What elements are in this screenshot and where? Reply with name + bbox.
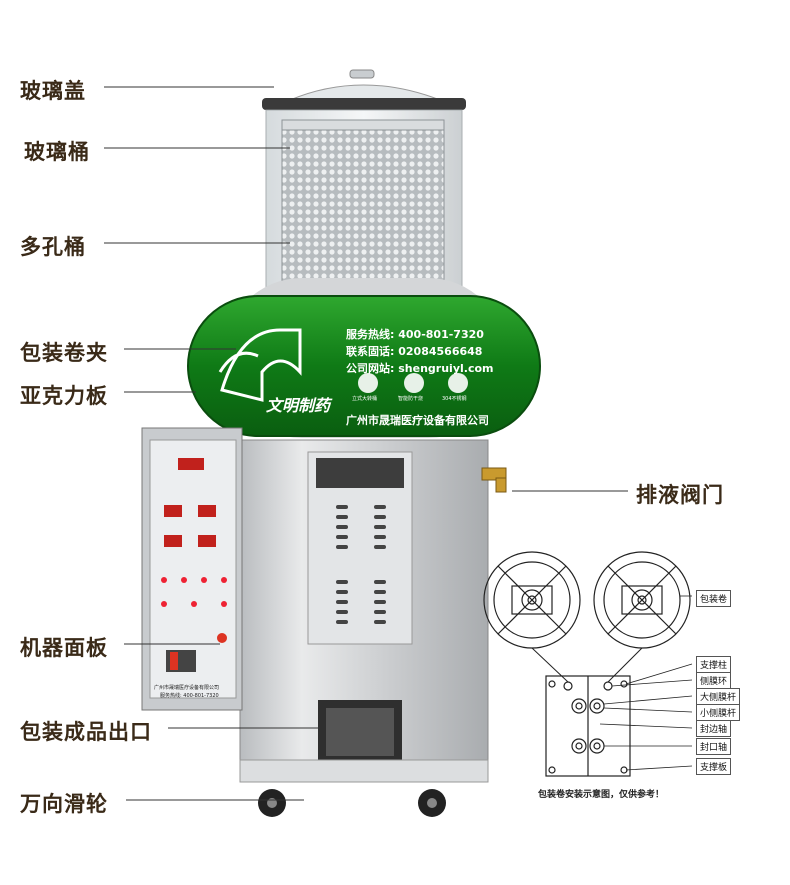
label-product-outlet: 包装成品出口 [20, 720, 152, 744]
glass-lid [262, 69, 466, 110]
inset-label-pillar: 支撑柱 [696, 656, 732, 673]
inset-label-edge-axis: 封边轴 [696, 720, 732, 737]
board-brand: 文明制药 [266, 396, 331, 415]
universal-wheels [258, 789, 446, 817]
control-panel-box [141, 427, 243, 711]
label-universal-wheel: 万向滑轮 [20, 792, 108, 816]
label-machine-panel: 机器面板 [20, 636, 108, 660]
board-hotline-number: 400-801-7320 [398, 328, 484, 341]
board-phone-number: 02084566648 [398, 345, 483, 358]
inset-label-small-rod: 小侧膜杆 [696, 704, 741, 721]
label-glass-lid: 玻璃盖 [20, 79, 86, 103]
support-board-drawing [545, 675, 631, 777]
board-icon2-label: 智能防干烧 [398, 396, 424, 402]
packing-unit [307, 451, 413, 645]
panel-company: 广州市晟瑞医疗设备有限公司 [154, 685, 220, 691]
leader-lines [104, 86, 628, 801]
board-website-label: 公司网站: [346, 362, 395, 375]
board-hotline: 服务热线: 400-801-7320 [346, 326, 484, 342]
board-website-url: shengruiyl.com [398, 362, 494, 375]
board-website: 公司网站: shengruiyl.com [346, 360, 493, 376]
inset-label-support-board: 支撑板 [696, 758, 732, 775]
roll-connect-lines [531, 647, 643, 683]
installation-inset-diagram [483, 551, 693, 777]
inset-caption: 包装卷安装示意图，仅供参考！ [538, 790, 665, 800]
label-acrylic-board: 亚克力板 [20, 384, 108, 408]
label-drain-valve: 排液阀门 [636, 483, 724, 507]
board-icon1-label: 立式大转桶 [352, 396, 378, 402]
inset-leader-lines [599, 595, 693, 771]
roll-left-drawing [483, 551, 581, 649]
label-porous-barrel: 多孔桶 [20, 235, 86, 259]
label-glass-barrel: 玻璃桶 [24, 140, 90, 164]
board-phone-label: 联系固话: [346, 345, 395, 358]
inset-label-side-ring: 侧膜环 [696, 672, 732, 689]
porous-barrel [281, 119, 445, 295]
roll-right-drawing [593, 551, 691, 649]
board-phone: 联系固话: 02084566648 [346, 343, 482, 359]
acrylic-board-shape [187, 295, 541, 437]
panel-hotline: 服务热线: 400-801-7320 [160, 693, 219, 699]
inset-label-roll: 包装卷 [696, 590, 732, 607]
board-company: 广州市晟瑞医疗设备有限公司 [346, 414, 489, 427]
board-icon3-label: 304不锈钢 [442, 396, 467, 402]
product-outlet-shape [239, 700, 489, 783]
inset-label-big-rod: 大侧膜杆 [696, 688, 741, 705]
drain-valve-shape [481, 467, 507, 493]
label-pack-roll-clip: 包装卷夹 [20, 341, 108, 365]
board-hotline-label: 服务热线: [346, 328, 395, 341]
inset-label-mouth-axis: 封口轴 [696, 738, 732, 755]
